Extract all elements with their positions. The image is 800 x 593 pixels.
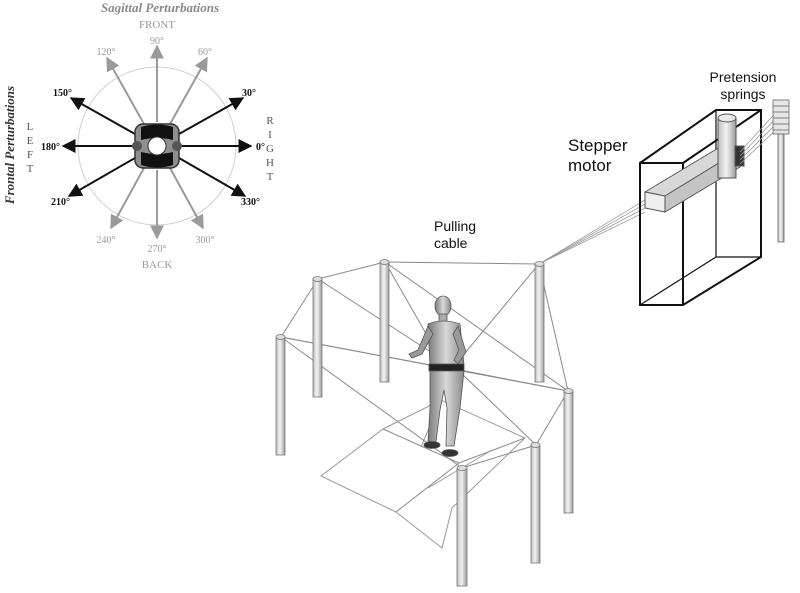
- arrow-30: [178, 97, 245, 135]
- front-label: FRONT: [139, 19, 175, 31]
- left-letter-t: T: [27, 163, 34, 175]
- angle-150: 150°: [53, 88, 72, 99]
- post: [563, 390, 574, 514]
- angle-270: 270°: [148, 244, 167, 255]
- pretension-label-line1: Pretension: [710, 69, 777, 85]
- floor-plates: [320, 399, 527, 549]
- frame-posts: [275, 259, 574, 587]
- post: [312, 278, 323, 398]
- pretension-springs-icon: [772, 99, 790, 243]
- support-cables: [280, 261, 569, 469]
- angle-330: 330°: [241, 197, 260, 208]
- human-figure: [408, 295, 467, 457]
- pulling-label-line2: cable: [434, 235, 468, 251]
- post: [534, 263, 545, 383]
- arrow-210: [67, 157, 136, 197]
- pulling-cable: [538, 199, 646, 265]
- left-letter-e: E: [27, 135, 34, 147]
- perturbation-compass: Sagittal Perturbations Frontal Perturbat…: [2, 0, 274, 271]
- back-label: BACK: [142, 259, 173, 271]
- perturbation-apparatus: Pretension springs Stepper motor Pulling…: [275, 69, 790, 587]
- angle-210: 210°: [51, 197, 70, 208]
- stepper-motor-internals: [643, 113, 745, 213]
- right-letter-h: H: [266, 157, 274, 169]
- arrow-60: [169, 56, 208, 125]
- sagittal-title: Sagittal Perturbations: [101, 0, 219, 15]
- right-letter-i: I: [268, 129, 272, 141]
- left-letter-f: F: [27, 149, 33, 161]
- angle-300: 300°: [196, 235, 215, 246]
- left-letter-l: L: [27, 121, 34, 133]
- post: [379, 261, 390, 383]
- foot-plate-icon: [132, 123, 182, 169]
- angle-60: 60°: [198, 47, 212, 58]
- post: [456, 467, 468, 587]
- arrow-330: [178, 157, 247, 197]
- angle-180: 180°: [41, 142, 60, 153]
- right-letter-r: R: [266, 115, 274, 127]
- stepper-label-line2: motor: [568, 156, 612, 175]
- right-letter-t: T: [267, 171, 274, 183]
- angle-0: 0°: [256, 142, 265, 153]
- angle-120: 120°: [97, 47, 116, 58]
- arrow-240: [110, 167, 145, 230]
- post: [530, 444, 541, 564]
- pulling-label-line1: Pulling: [434, 218, 476, 234]
- arrow-120: [106, 56, 145, 125]
- angle-30: 30°: [242, 88, 256, 99]
- angle-240: 240°: [97, 235, 116, 246]
- motor-spool: [717, 117, 737, 179]
- arrow-300: [169, 167, 204, 230]
- stepper-label-line1: Stepper: [568, 136, 628, 155]
- angle-90: 90°: [150, 36, 164, 47]
- arrow-150: [69, 97, 136, 135]
- right-letter-g: G: [266, 143, 274, 155]
- frontal-title: Frontal Perturbations: [2, 86, 17, 205]
- spring-post: [777, 133, 785, 243]
- pretension-label-line2: springs: [720, 86, 765, 102]
- post: [275, 336, 286, 456]
